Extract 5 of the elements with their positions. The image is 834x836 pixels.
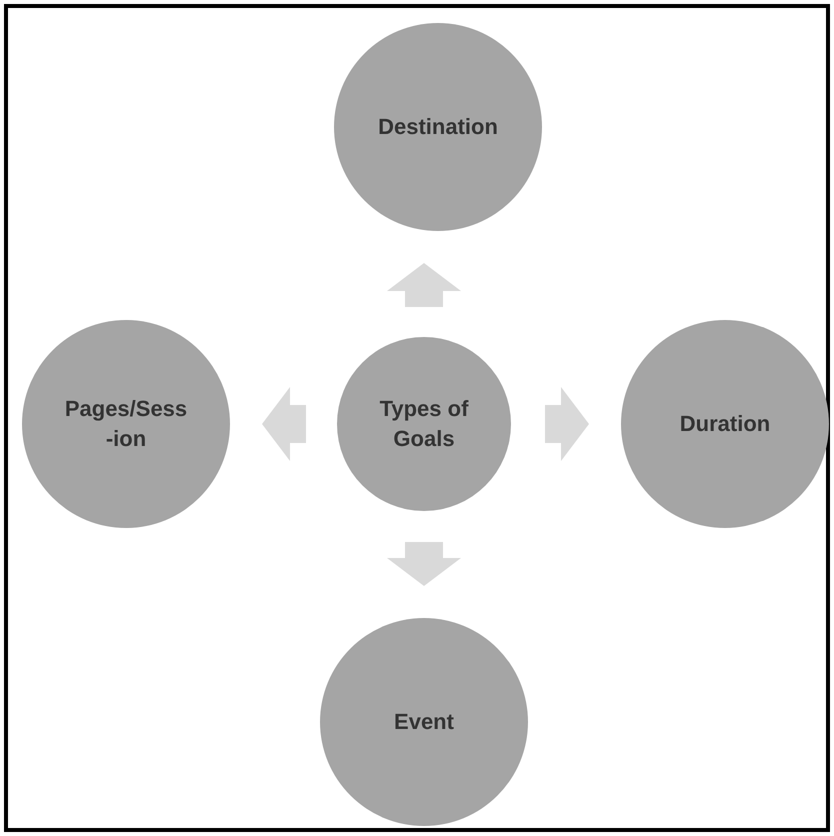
circle-label: Duration (680, 410, 770, 438)
circle-label: Types of Goals (378, 395, 470, 453)
circle-label: Pages/Sess -ion (64, 395, 188, 453)
circle-label: Event (394, 708, 454, 736)
circle-label: Destination (378, 113, 498, 142)
